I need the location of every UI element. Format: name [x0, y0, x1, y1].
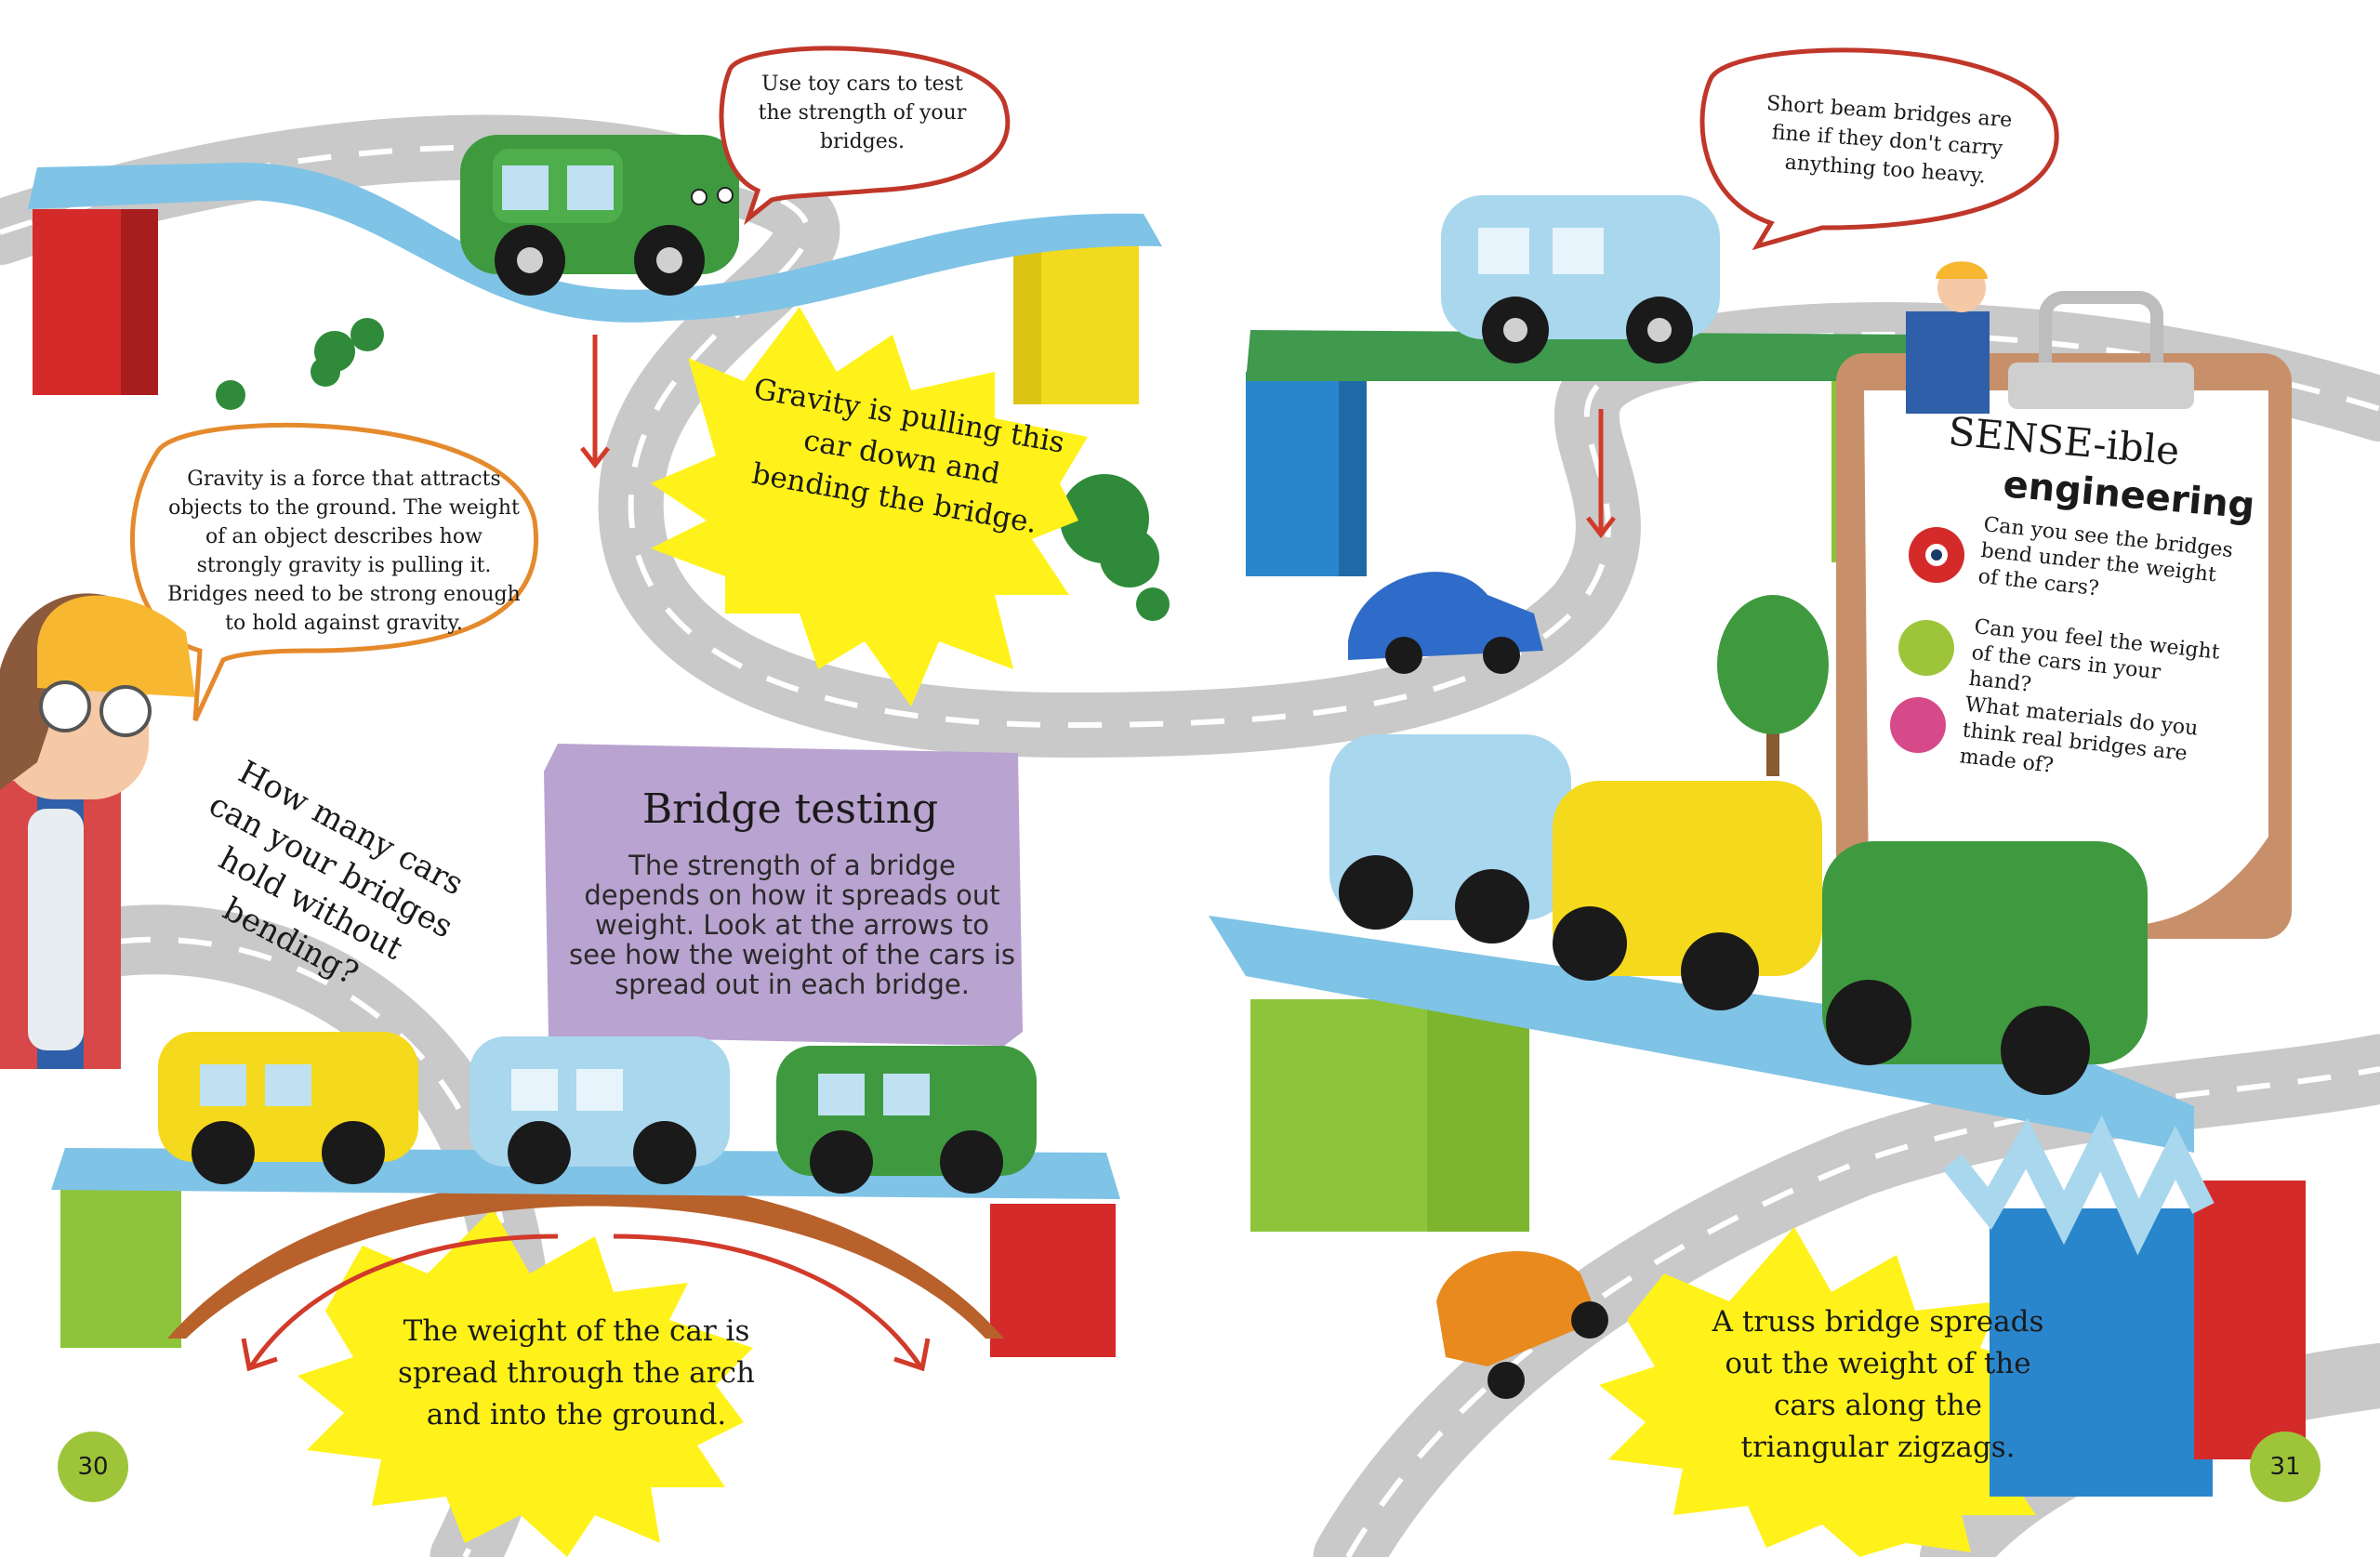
page-number-right: 31: [2250, 1432, 2320, 1502]
gravity-arrow: [580, 335, 610, 469]
star-truss-text: A truss bridge spreads out the weight of…: [1712, 1305, 2044, 1464]
blue-drawn-car: [1348, 572, 1543, 674]
arch-arrows: [241, 1234, 931, 1372]
truss-bridge: [1209, 916, 2306, 1497]
clipboard: [1836, 291, 2292, 939]
engineer-small-right: [1906, 261, 1990, 414]
short-beam-arrow: [1586, 409, 1616, 539]
orange-drawn-car: [1436, 1251, 1608, 1399]
engineer-girl-left: [0, 593, 195, 1069]
tree: [1717, 595, 1829, 776]
bubble-toy-cars-text: Use toy cars to test the strength of you…: [758, 73, 967, 153]
bent-paper-bridge: [28, 163, 1162, 404]
green-car-bending: [460, 135, 739, 296]
truss-cars: [1329, 734, 2148, 1095]
panel-title: Bridge testing: [641, 785, 939, 833]
arch-cars: [158, 1032, 1037, 1194]
bridge-testing-panel-bg: [544, 744, 1023, 1046]
bushes: [216, 318, 1170, 621]
page-number-left: 30: [58, 1432, 128, 1502]
yellow-stars: [298, 307, 2064, 1557]
star-arch-text: The weight of the car is spread through …: [398, 1314, 755, 1432]
speech-bubbles: [719, 46, 2059, 251]
panel-body: The strength of a bridge depends on how …: [569, 850, 1015, 1000]
bubble-gravity-text: Gravity is a force that attracts objects…: [167, 468, 521, 635]
